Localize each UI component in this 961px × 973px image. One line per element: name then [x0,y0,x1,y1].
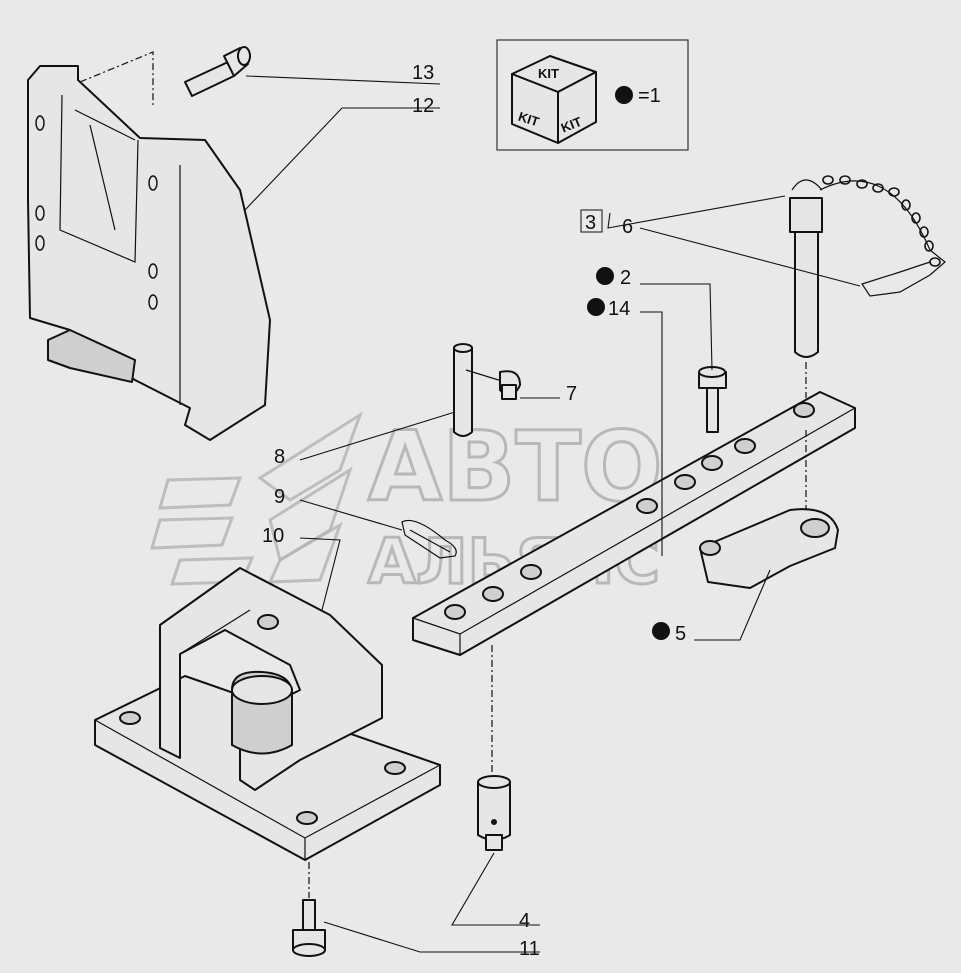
callout-8: 8 [274,446,285,468]
kit-equals-label: =1 [638,85,661,107]
part-10-hitch-base [94,567,441,861]
callout-11: 11 [519,938,540,960]
kit-dot-icon [596,267,614,285]
part-5-link [699,508,839,589]
callout-2: 2 [620,267,631,289]
axis-line-13 [79,51,154,105]
kit-word-right: KIT [559,114,584,136]
kit-legend: KIT KIT KIT =1 [496,39,689,151]
callout-14: 14 [608,298,630,320]
callout-12: 12 [412,95,434,117]
part-13-bolt [184,46,251,97]
kit-box-icon: KIT KIT KIT [511,55,597,144]
part-4-bushing [477,775,511,851]
part-drawbar [412,391,856,656]
part-9-rclip [401,519,457,559]
part-8-pin [453,343,473,437]
part-2-bolt [698,366,727,433]
part-7-clip [465,369,521,400]
callout-6: 6 [622,216,633,238]
leader-lines [244,75,861,953]
callout-3: 3 [585,212,596,234]
watermark-emblem-icon [149,411,363,586]
kit-dot-icon [652,622,670,640]
kit-word-top: KIT [538,66,559,81]
part-11-bolt [292,899,326,957]
callout-10: 10 [262,525,284,547]
callout-7: 7 [566,383,577,405]
part-12-bracket [27,65,271,441]
callout-9: 9 [274,486,285,508]
kit-dot-icon [615,86,633,104]
callout-labels: 13 12 3 6 2 14 7 8 9 10 5 4 11 [262,62,686,960]
callout-13: 13 [412,62,434,84]
kit-dot-icon [587,298,605,316]
callout-3-frame [580,209,603,233]
part-6-chain-pin [789,175,946,358]
kit-legend-frame [496,39,689,151]
kit-word-left: KIT [516,109,541,130]
callout-5: 5 [675,623,686,645]
callout-4: 4 [519,910,530,932]
